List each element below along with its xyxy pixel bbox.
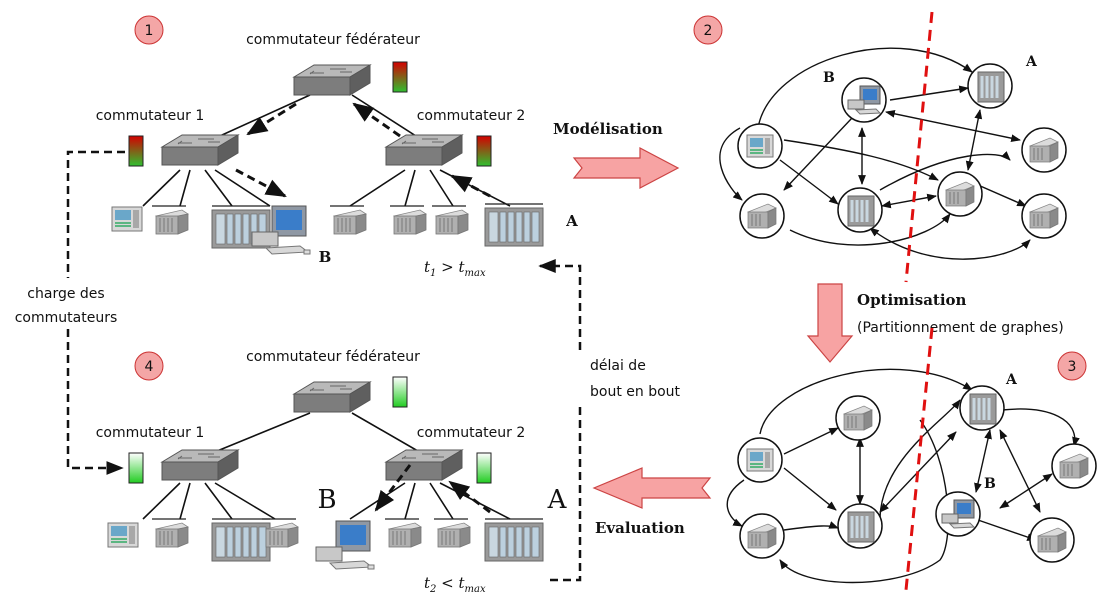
svg-text:4: 4: [145, 359, 154, 375]
modelisation-label: Modélisation: [553, 120, 663, 138]
step-2-badge: 2: [693, 15, 723, 45]
switch2: [385, 134, 463, 166]
federator-label-top: commutateur fédérateur: [246, 32, 420, 48]
delay-label-2: bout en bout: [590, 384, 681, 400]
switch2-load-bar-after: [476, 452, 492, 484]
feedback-loops: charge des commutateurs délai de bout en…: [4, 150, 682, 582]
timing-t1: t1 > tmax: [424, 258, 486, 279]
charge-label-1: charge des: [27, 286, 104, 302]
switch1-load-bar: [128, 135, 144, 167]
modelisation-step: Modélisation: [553, 120, 680, 189]
optimisation-label: Optimisation: [857, 291, 967, 309]
evaluation-step: Evaluation: [592, 467, 712, 537]
switch1-label-bottom: commutateur 1: [96, 425, 205, 441]
switch1-label-top: commutateur 1: [96, 108, 205, 124]
federator-load-bar-after: [392, 376, 408, 408]
switch2-label-bottom: commutateur 2: [417, 425, 526, 441]
node-b-label-top: B: [319, 248, 332, 266]
node-a-label-bottom: A: [547, 485, 568, 515]
federator-load-bar: [392, 61, 408, 93]
federator-switch: [293, 64, 371, 96]
switch2-label-top: commutateur 2: [417, 108, 526, 124]
switch1-load-bar-after: [128, 452, 144, 484]
graph2-node-a-label: A: [1025, 54, 1038, 70]
switch1: [161, 134, 239, 166]
svg-text:2: 2: [704, 23, 713, 39]
svg-text:1: 1: [145, 23, 154, 39]
partition-line-top: [904, 11, 934, 283]
network-before: commutateur fédérateur commutateur 1 com…: [96, 32, 578, 279]
delay-label-1: délai de: [590, 358, 646, 374]
federator-label-bottom: commutateur fédérateur: [246, 349, 420, 365]
graph3-node-b-label: B: [984, 476, 996, 492]
step-1-badge: 1: [134, 15, 164, 45]
svg-text:3: 3: [1068, 359, 1077, 375]
network-after: commutateur fédérateur commutateur 1 com…: [96, 349, 568, 595]
switch2-load-bar: [476, 135, 492, 167]
step-3-badge: 3: [1057, 351, 1087, 381]
partition-line-bottom: [904, 327, 934, 591]
charge-label-2: commutateurs: [15, 310, 118, 326]
evaluation-label: Evaluation: [595, 519, 685, 537]
step-4-badge: 4: [134, 351, 164, 381]
graph2-node-b-label: B: [823, 70, 835, 86]
graph3-node-a-label: A: [1005, 372, 1018, 388]
graph-partitioned: A B: [726, 327, 1097, 591]
graph-model: A B: [719, 11, 1067, 283]
timing-t2: t2 < tmax: [424, 574, 486, 595]
optimisation-step: Optimisation (Partitionnement de graphes…: [806, 283, 1064, 363]
node-b-label-bottom: B: [317, 485, 336, 515]
node-a-label-top: A: [565, 212, 578, 230]
partitionnement-label: (Partitionnement de graphes): [857, 320, 1064, 336]
